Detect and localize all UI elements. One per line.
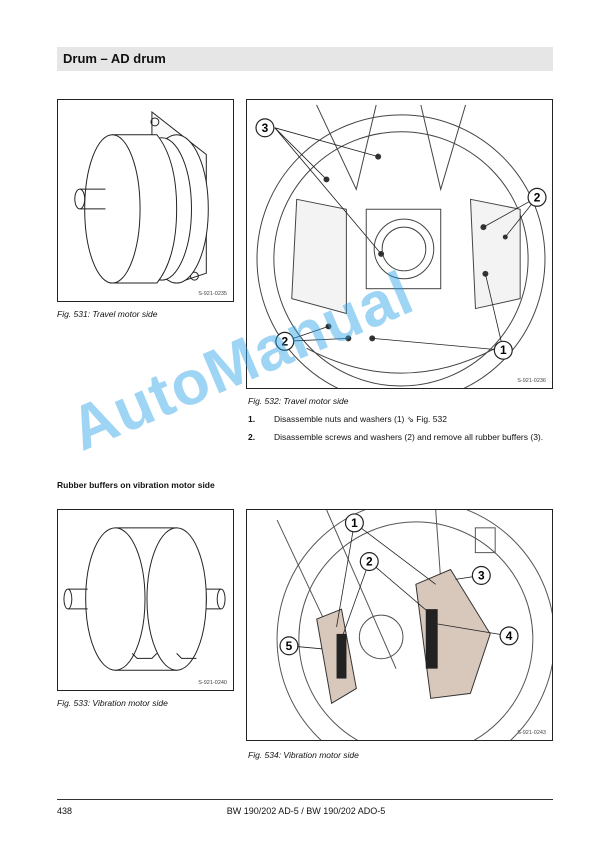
callout-4: 4 xyxy=(506,629,513,643)
step-text: Disassemble screws and washers (2) and r… xyxy=(274,432,544,442)
callout-2-right: 2 xyxy=(534,190,541,204)
callout-3: 3 xyxy=(262,121,269,135)
footer-divider xyxy=(57,799,553,800)
figure-code: S-921-0243 xyxy=(517,730,546,736)
figure-531-image: S-921-0235 xyxy=(57,99,234,302)
vibration-motor-drawing xyxy=(63,527,226,671)
figure-534-image: 1 2 3 4 5 S-921-0243 xyxy=(246,509,553,741)
figure-531-caption: Fig. 531: Travel motor side xyxy=(57,309,158,319)
step-number: 2. xyxy=(248,432,256,442)
figure-code: S-921-0235 xyxy=(198,291,227,297)
callout-1: 1 xyxy=(500,343,507,357)
figure-code: S-921-0240 xyxy=(198,680,227,686)
travel-motor-drawing xyxy=(74,110,209,284)
callout-2: 2 xyxy=(366,555,373,569)
figure-code: S-921-0236 xyxy=(517,378,546,384)
callout-5: 5 xyxy=(286,639,293,653)
section-header: Drum – AD drum xyxy=(57,47,553,71)
step-text: Disassemble nuts and washers (1) ⇘ Fig. … xyxy=(274,414,447,424)
document-title: BW 190/202 AD-5 / BW 190/202 ADO-5 xyxy=(226,806,386,816)
callout-3: 3 xyxy=(478,568,485,582)
travel-motor-side-drawing: 3 2 2 1 xyxy=(255,104,547,388)
step-number: 1. xyxy=(248,414,256,424)
figure-532-image: 3 2 2 1 S-921-0236 xyxy=(246,99,553,389)
section-title: Rubber buffers on vibration motor side xyxy=(57,480,215,490)
callout-2-left: 2 xyxy=(281,334,288,348)
vibration-motor-side-drawing: 1 2 3 4 5 xyxy=(276,510,552,740)
page-title: Drum – AD drum xyxy=(63,51,166,66)
callout-1: 1 xyxy=(351,516,358,530)
page-number: 438 xyxy=(57,806,73,816)
figure-534-caption: Fig. 534: Vibration motor side xyxy=(248,750,359,760)
figure-533-caption: Fig. 533: Vibration motor side xyxy=(57,698,168,708)
figure-533-image: S-921-0240 xyxy=(57,509,234,691)
figure-532-caption: Fig. 532: Travel motor side xyxy=(248,396,349,406)
